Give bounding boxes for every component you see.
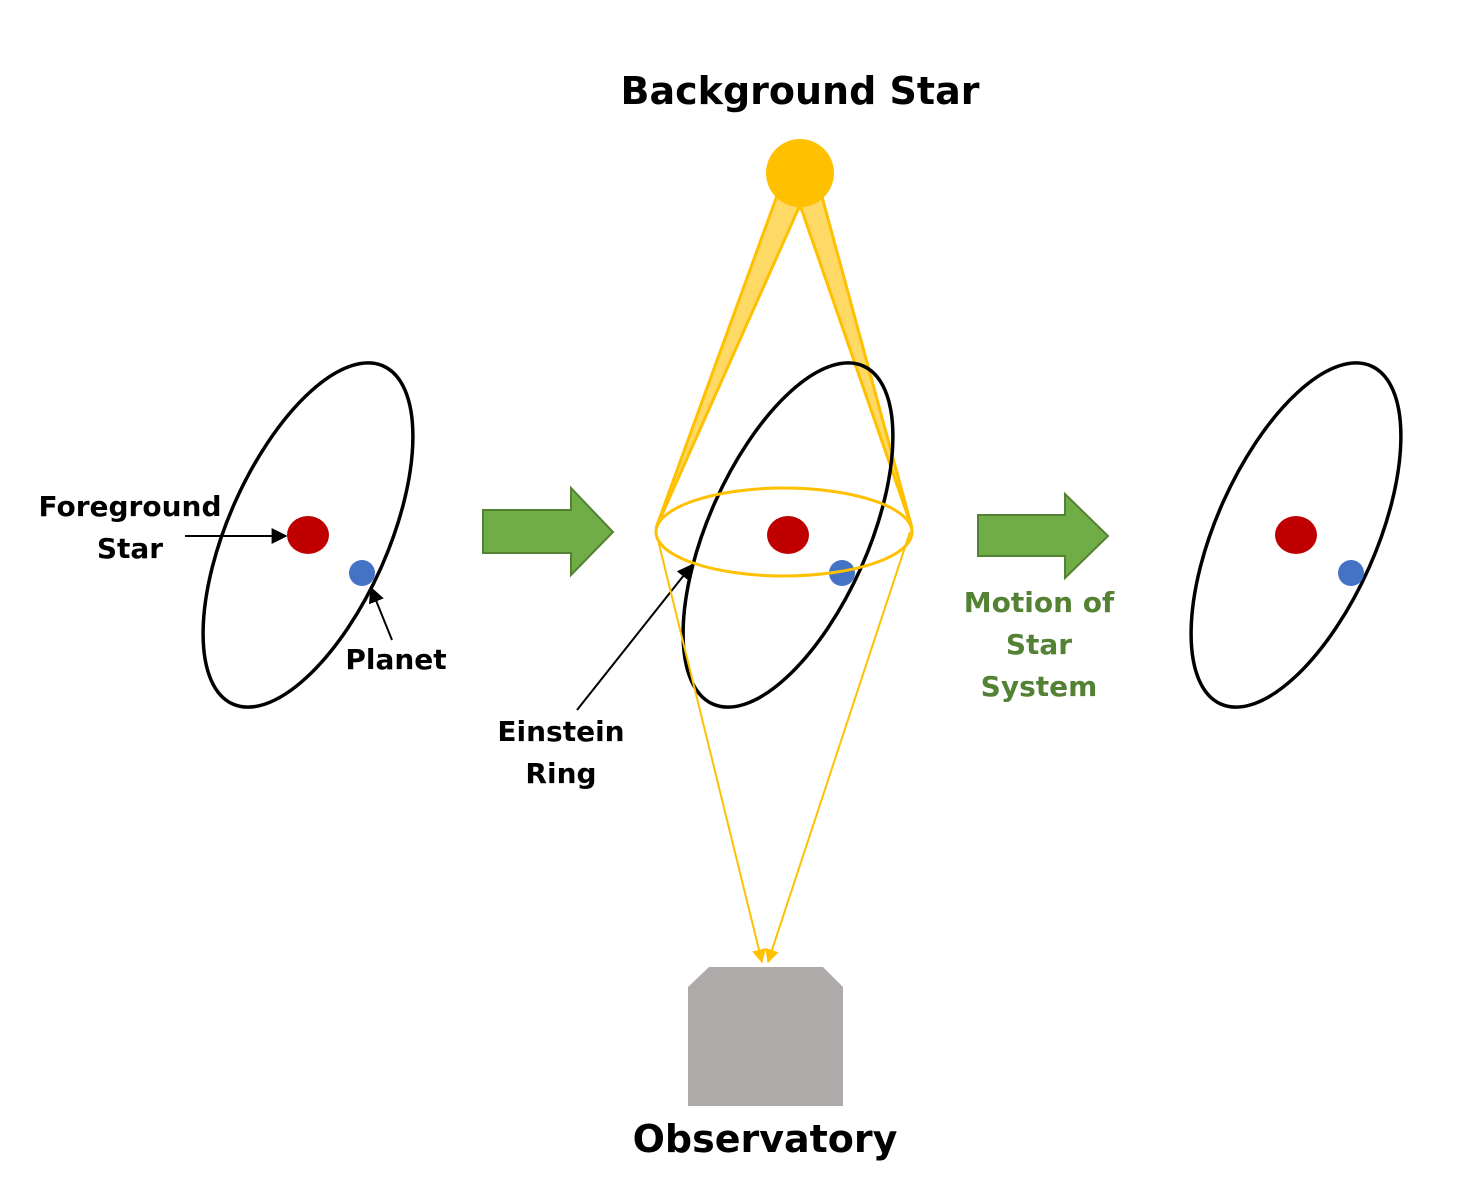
einstein-ring-pointer <box>576 563 693 711</box>
foreground-star-label-line1: Foreground <box>38 490 221 523</box>
observatory-building <box>688 967 843 1106</box>
star-system-right <box>1189 361 1403 709</box>
observatory-label: Observatory <box>633 1117 898 1161</box>
planet-middle <box>829 560 855 586</box>
motion-label-line2: Star <box>1006 628 1072 661</box>
light-cone-right-beam <box>798 178 914 529</box>
background-star-label: Background Star <box>621 69 980 113</box>
orbit-left <box>201 361 415 709</box>
light-cone <box>654 178 914 529</box>
background-star <box>766 139 834 207</box>
star-system-left <box>201 361 415 709</box>
motion-arrow-1 <box>482 485 615 578</box>
orbit-right <box>1189 361 1403 709</box>
foreground-star-right <box>1275 516 1317 554</box>
planet-left <box>349 560 375 586</box>
foreground-star-left <box>287 516 329 554</box>
planet-right <box>1338 560 1364 586</box>
motion-label-line3: System <box>981 670 1098 703</box>
star-system-middle <box>681 361 895 709</box>
foreground-star-label-line2: Star <box>97 532 163 565</box>
einstein-ring-label-line1: Einstein <box>497 715 624 748</box>
planet-pointer <box>368 586 393 641</box>
motion-arrow-2 <box>977 491 1110 581</box>
ray-right <box>765 531 911 964</box>
einstein-ring-label-line2: Ring <box>525 757 596 790</box>
ray-left <box>655 531 766 964</box>
planet-label: Planet <box>345 643 446 676</box>
light-rays-to-observatory <box>655 531 911 964</box>
foreground-star-middle <box>767 516 809 554</box>
motion-label-line1: Motion of <box>964 586 1115 619</box>
